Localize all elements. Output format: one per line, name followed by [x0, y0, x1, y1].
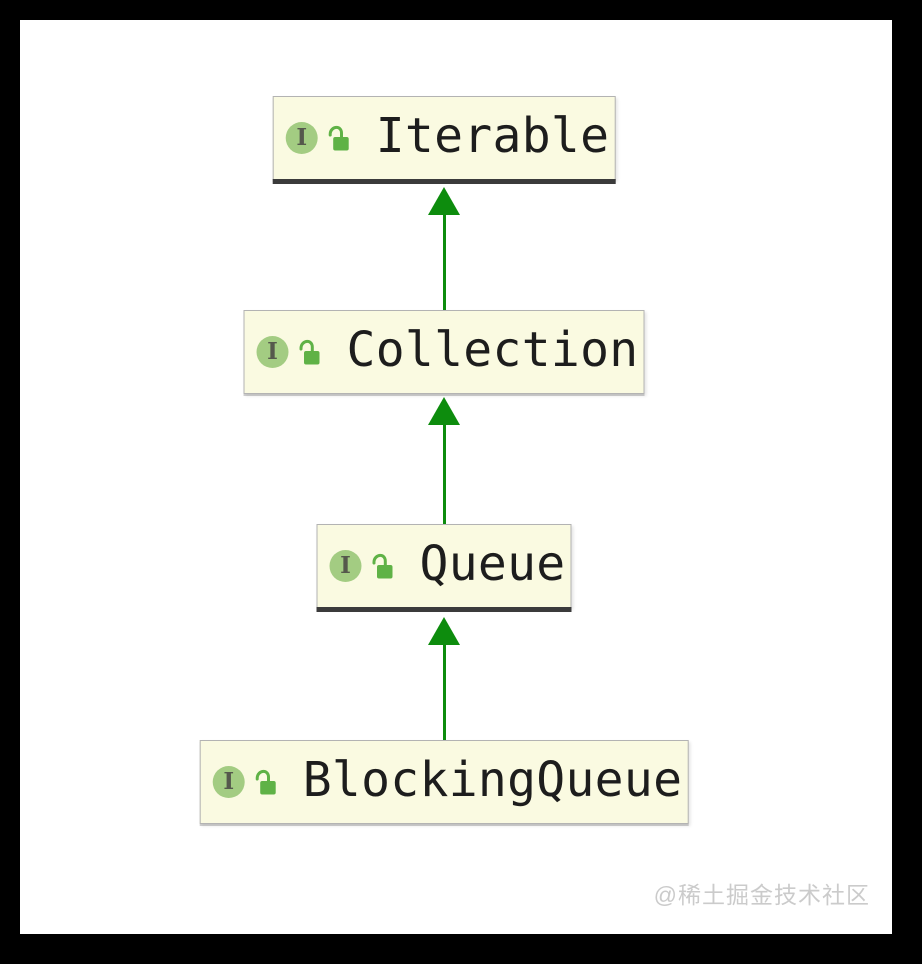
- node-label: Iterable: [375, 108, 610, 164]
- interface-letter: I: [296, 123, 308, 151]
- unlocked-padlock-icon: [370, 553, 394, 580]
- watermark-text: @稀土掘金技术社区: [653, 882, 870, 908]
- hierarchy-node-queue[interactable]: I Queue: [316, 524, 572, 612]
- unlocked-padlock-icon: [253, 769, 277, 796]
- arrow-head-icon: [428, 397, 460, 425]
- node-label: Queue: [419, 536, 566, 592]
- node-label: BlockingQueue: [302, 752, 683, 808]
- arrow-head-icon: [428, 187, 460, 215]
- arrow-line: [442, 215, 446, 310]
- hierarchy-node-collection[interactable]: I Collection: [243, 310, 645, 394]
- selection-underline: [272, 179, 616, 184]
- node-label: Collection: [346, 322, 639, 378]
- selection-underline: [316, 607, 572, 612]
- hierarchy-node-iterable[interactable]: I Iterable: [272, 96, 616, 184]
- interface-letter: I: [267, 337, 278, 365]
- interface-icon: I: [212, 766, 245, 798]
- arrow-line: [442, 645, 446, 740]
- hierarchy-node-blockingqueue[interactable]: I BlockingQueue: [199, 740, 689, 824]
- interface-icon: I: [256, 336, 289, 368]
- interface-letter: I: [223, 767, 235, 795]
- unlocked-padlock-icon: [297, 339, 321, 366]
- interface-icon: I: [285, 122, 318, 154]
- extends-arrow-collection-to-iterable: [428, 187, 460, 310]
- arrow-head-icon: [428, 617, 460, 645]
- interface-letter: I: [340, 551, 351, 579]
- unlocked-padlock-icon: [326, 125, 350, 152]
- extends-arrow-queue-to-collection: [428, 397, 460, 524]
- interface-icon: I: [329, 550, 362, 582]
- extends-arrow-blockingqueue-to-queue: [428, 617, 460, 740]
- hierarchy-diagram-panel: I Iterable I Collection I: [20, 20, 892, 934]
- arrow-line: [442, 425, 446, 524]
